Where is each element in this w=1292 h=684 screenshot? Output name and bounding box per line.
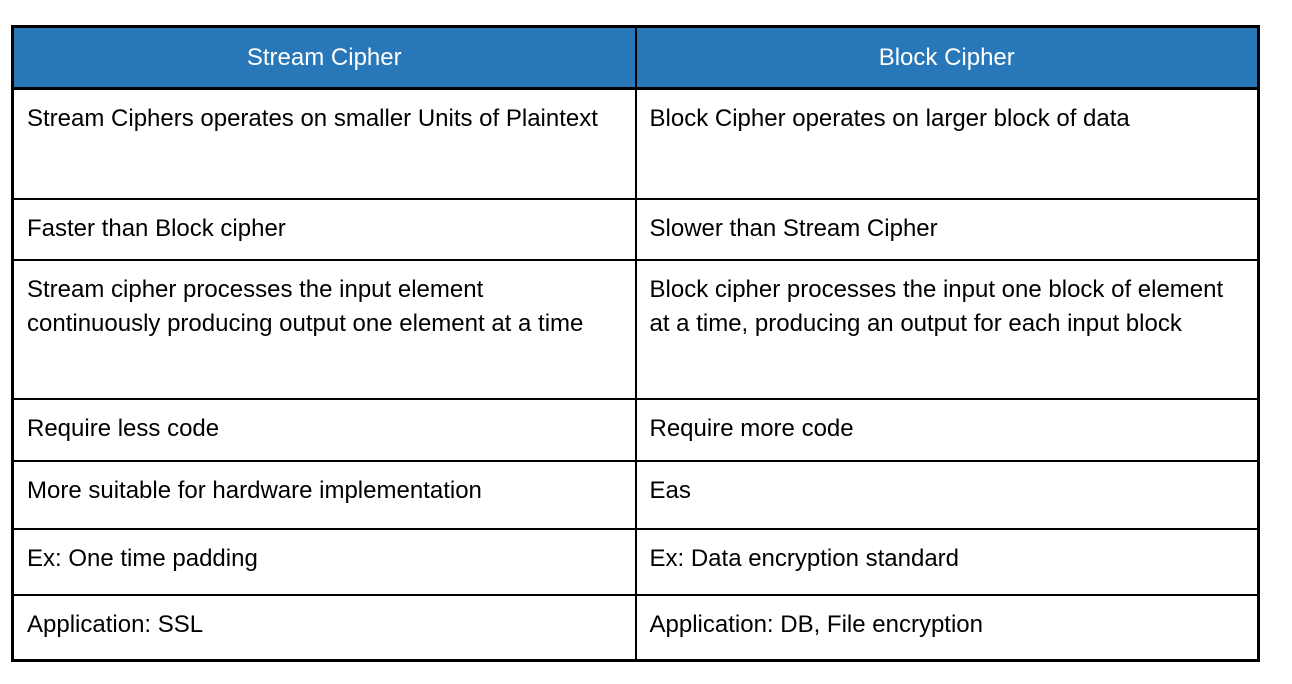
table-row: Stream cipher processes the input elemen… [11,258,1260,400]
table-row: More suitable for hardware implementatio… [11,459,1260,530]
block-cipher-cell: Application: DB, File encryption [634,593,1260,662]
column-header-block-cipher: Block Cipher [634,25,1260,90]
table-row: Faster than Block cipher Slower than Str… [11,197,1260,261]
stream-cipher-cell: Stream cipher processes the input elemen… [11,258,637,400]
cipher-comparison-table: Stream Cipher Block Cipher Stream Cipher… [11,25,1260,662]
block-cipher-cell: Block Cipher operates on larger block of… [634,87,1260,200]
block-cipher-cell: Block cipher processes the input one blo… [634,258,1260,400]
stream-cipher-cell: More suitable for hardware implementatio… [11,459,637,530]
table-row: Require less code Require more code [11,397,1260,462]
stream-cipher-cell: Application: SSL [11,593,637,662]
table-row: Ex: One time padding Ex: Data encryption… [11,527,1260,596]
block-cipher-cell: Eas [634,459,1260,530]
block-cipher-cell: Ex: Data encryption standard [634,527,1260,596]
block-cipher-cell: Slower than Stream Cipher [634,197,1260,261]
stream-cipher-cell: Require less code [11,397,637,462]
table-row: Application: SSL Application: DB, File e… [11,593,1260,662]
stream-cipher-cell: Faster than Block cipher [11,197,637,261]
stream-cipher-cell: Ex: One time padding [11,527,637,596]
stream-cipher-cell: Stream Ciphers operates on smaller Units… [11,87,637,200]
block-cipher-cell: Require more code [634,397,1260,462]
column-header-stream-cipher: Stream Cipher [11,25,637,90]
table-row: Stream Ciphers operates on smaller Units… [11,87,1260,200]
table-header-row: Stream Cipher Block Cipher [11,25,1260,90]
